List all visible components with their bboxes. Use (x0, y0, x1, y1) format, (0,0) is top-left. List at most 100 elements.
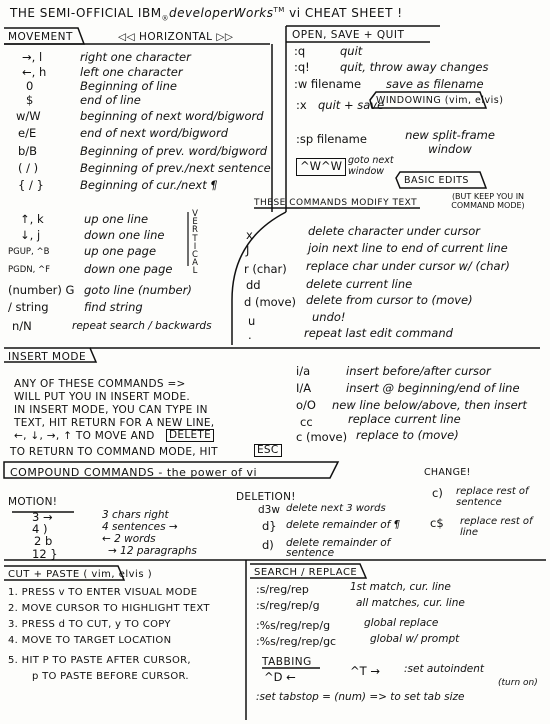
open-desc: quit + save (318, 98, 385, 112)
move-desc: goto line (number) (84, 283, 192, 297)
move-desc: Beginning of cur./next ¶ (80, 178, 218, 192)
edit-key: r (char) (244, 262, 287, 276)
edit-desc: replace char under cursor w/ (char) (306, 259, 510, 273)
motion-key: 12 } (32, 547, 58, 561)
cut-step: 1. PRESS v TO ENTER VISUAL MODE (8, 587, 198, 598)
search-key: :%s/reg/rep/gc (256, 635, 337, 648)
move-desc: Beginning of prev./next sentence (80, 161, 271, 175)
deletion-key: d3w (258, 504, 280, 516)
title-brand: developerWorks (169, 6, 274, 20)
search-key: :s/reg/rep (256, 583, 309, 596)
change-key: c$ (430, 516, 444, 530)
compound-header: COMPOUND COMMANDS - the power of vi (10, 466, 258, 479)
deletion-desc: delete remainder of sentence (286, 537, 391, 559)
esc-key-box: ESC (254, 444, 282, 457)
deletion-desc: delete next 3 words (286, 503, 386, 514)
title-prefix: THE SEMI-OFFICIAL IBM (10, 6, 162, 20)
move-key: →, l (22, 50, 43, 64)
insert-desc: new line below/above, then insert (332, 398, 527, 412)
edit-key: d (move) (244, 295, 297, 309)
insert-para-line: ←, ↓, →, ↑ TO MOVE AND (14, 430, 155, 442)
search-desc: global w/ prompt (370, 633, 460, 645)
move-desc: end of line (80, 93, 141, 107)
move-desc: down one line (84, 228, 165, 242)
insert-para-line: TEXT, HIT RETURN FOR A NEW LINE, (14, 417, 215, 429)
cut-step: 5. HIT P TO PASTE AFTER CURSOR, (8, 655, 191, 666)
insert-desc: replace current line (348, 412, 461, 426)
window-desc: new split-frame window (405, 128, 495, 156)
edit-desc: join next line to end of current line (308, 241, 508, 255)
move-key: ←, h (22, 65, 47, 79)
move-desc: end of next word/bigword (80, 126, 229, 140)
motion-desc: 3 chars right (102, 509, 169, 521)
motion-key: 4 ) (32, 522, 48, 536)
move-key: ↑, k (20, 212, 44, 226)
edit-desc: repeat last edit command (304, 326, 453, 340)
open-desc: save as filename (386, 77, 484, 91)
cut-step: p TO PASTE BEFORE CURSOR. (32, 671, 189, 682)
cut-step: 4. MOVE TO TARGET LOCATION (8, 635, 172, 646)
basic-edits-header: BASIC EDITS (404, 175, 469, 186)
deletion-label: DELETION! (236, 491, 296, 503)
edit-key: dd (246, 278, 261, 292)
change-desc: replace rest of line (460, 516, 533, 538)
move-desc: down one page (84, 262, 173, 276)
horizontal-header: ◁◁ HORIZONTAL ▷▷ (118, 31, 234, 43)
motion-desc: ← 2 words (102, 533, 156, 545)
move-key: $ (26, 93, 34, 107)
motion-key: 3 → (32, 510, 53, 524)
insert-para-line: WILL PUT YOU IN INSERT MODE. (14, 391, 191, 403)
search-desc: 1st match, cur. line (350, 581, 451, 593)
turn-on-note: (turn on) (498, 678, 538, 688)
cut-step: 2. MOVE CURSOR TO HIGHLIGHT TEXT (8, 603, 210, 614)
edit-key: x (246, 228, 253, 242)
tabstop-line: :set tabstop = (num) => to set tab size (256, 691, 465, 703)
open-key: :w filename (294, 77, 362, 91)
insert-key: o/O (296, 398, 316, 412)
window-desc: goto next window (348, 155, 394, 177)
title-suffix: vi CHEAT SHEET ! (284, 6, 403, 20)
insert-para-line: IN INSERT MODE, YOU CAN TYPE IN (14, 404, 208, 416)
move-desc: Beginning of prev. word/bigword (80, 144, 268, 158)
tab-key: ^T → (350, 664, 380, 678)
edit-desc: delete from cursor to (move) (306, 293, 473, 307)
move-desc: up one page (84, 244, 157, 258)
move-key: w/W (16, 109, 41, 123)
deletion-key: d) (262, 538, 274, 552)
delete-key-box: DELETE (166, 429, 215, 442)
search-replace-header: SEARCH / REPLACE (254, 567, 358, 578)
motion-desc: → 12 paragraphs (108, 545, 197, 557)
search-desc: global replace (364, 617, 439, 629)
move-key: e/E (18, 126, 37, 140)
deletion-desc: delete remainder of ¶ (286, 519, 401, 531)
search-desc: all matches, cur. line (356, 597, 465, 609)
insert-para-line: ANY OF THESE COMMANDS => (14, 378, 186, 390)
search-key: :s/reg/rep/g (256, 599, 320, 612)
move-key: ↓, j (20, 228, 41, 242)
change-desc: replace rest of sentence (456, 486, 529, 508)
open-save-header: OPEN, SAVE + QUIT (292, 29, 405, 41)
move-key: / string (8, 300, 49, 314)
insert-key: I/A (296, 381, 312, 395)
command-mode-note: (BUT KEEP YOU IN COMMAND MODE) (451, 192, 525, 210)
move-key: PGUP, ^B (8, 247, 50, 257)
change-key: c) (432, 486, 443, 500)
page-title: THE SEMI-OFFICIAL IBM®developerWorksTM v… (10, 6, 403, 22)
cut-paste-header: CUT + PASTE ( vim, elvis ) (8, 569, 153, 580)
move-key: ( / ) (18, 161, 39, 175)
insert-key: i/a (296, 364, 311, 378)
change-label: CHANGE! (424, 467, 471, 478)
tab-key: ^D ← (264, 670, 296, 684)
insert-desc: replace to (move) (356, 428, 459, 442)
edit-key: J (246, 243, 250, 257)
motion-label: MOTION! (8, 496, 58, 508)
move-desc: up one line (84, 212, 149, 226)
insert-key: c (move) (296, 430, 348, 444)
move-desc: right one character (80, 50, 191, 64)
deletion-key: d} (262, 519, 277, 533)
window-key-box: ^W^W (296, 158, 347, 176)
move-key: PGDN, ^F (8, 265, 51, 275)
title-tm: TM (273, 6, 285, 14)
